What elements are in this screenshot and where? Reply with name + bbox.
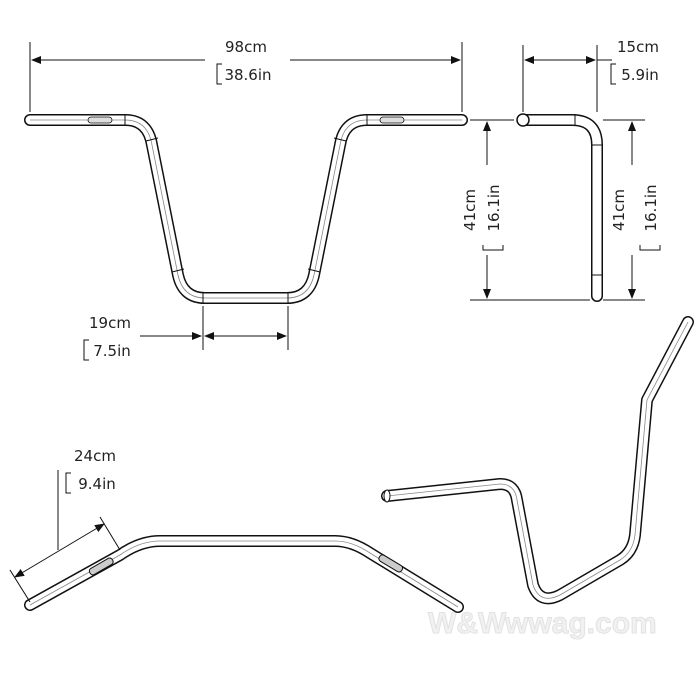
watermark-site: wwag.com xyxy=(504,607,657,640)
perspective-view xyxy=(381,316,694,605)
watermark: W&W wwag.com xyxy=(428,607,658,641)
side-view: 15cm 5.9in 41cm 16.1in 41cm 16.1in xyxy=(461,38,661,302)
rise-right-imperial-label: 16.1in xyxy=(642,184,660,231)
center-width-metric-label: 19cm xyxy=(89,314,131,332)
grip-length-imperial-label: 9.4in xyxy=(78,475,116,493)
grip-length-metric-label: 24cm xyxy=(74,447,116,465)
pullback-imperial-label: 5.9in xyxy=(621,66,659,84)
rise-left-metric-label: 41cm xyxy=(461,189,479,231)
width-imperial-label: 38.6in xyxy=(224,66,271,84)
watermark-logo: W&W xyxy=(428,607,507,640)
front-view: 98cm 38.6in 19cm 7.5in xyxy=(24,38,468,361)
rise-right-metric-label: 41cm xyxy=(610,189,628,231)
rise-left-imperial-label: 16.1in xyxy=(485,184,503,231)
center-width-imperial-label: 7.5in xyxy=(93,342,131,360)
pullback-metric-label: 15cm xyxy=(617,38,659,56)
width-metric-label: 98cm xyxy=(225,38,267,56)
top-view: 24cm 9.4in xyxy=(9,447,464,613)
